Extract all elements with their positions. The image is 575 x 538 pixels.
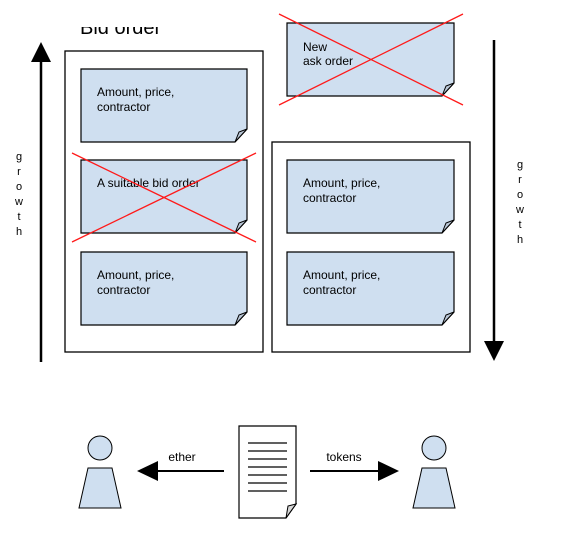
growth-letter: t bbox=[17, 211, 20, 223]
ask-order-note: Amount, price, contractor bbox=[286, 159, 455, 234]
note-text-line2: contractor bbox=[303, 191, 356, 205]
growth-letter: g bbox=[16, 151, 22, 163]
person-icon bbox=[78, 435, 122, 509]
cancel-cross-icon bbox=[71, 152, 257, 243]
note-text-line2: ask order bbox=[303, 54, 353, 68]
diagram-title: Bid order bbox=[80, 17, 161, 39]
ask-growth-arrow bbox=[484, 40, 504, 361]
note-text-line2: contractor bbox=[97, 100, 150, 114]
growth-letter: h bbox=[517, 234, 523, 246]
ether-label: ether bbox=[168, 450, 195, 464]
note-text-line2: contractor bbox=[97, 283, 150, 297]
ask-order-note: Amount, price, contractor bbox=[286, 251, 455, 326]
bid-order-note: Amount, price, contractor bbox=[80, 251, 248, 326]
ether-arrow bbox=[137, 461, 224, 481]
note-text-line1: Amount, price, bbox=[97, 268, 174, 282]
note-text-line1: Amount, price, bbox=[303, 176, 380, 190]
document-icon bbox=[238, 425, 298, 519]
suitable-bid-order-note: A suitable bid order bbox=[80, 159, 248, 234]
growth-letter: h bbox=[16, 226, 22, 238]
tokens-arrow bbox=[310, 461, 399, 481]
diagram-title-group: Bid order bbox=[80, 17, 161, 39]
note-text-line1: Amount, price, bbox=[303, 268, 380, 282]
growth-letter: g bbox=[517, 159, 523, 171]
growth-letter: w bbox=[14, 196, 23, 208]
growth-letter: r bbox=[17, 166, 21, 178]
person-icon bbox=[412, 435, 456, 509]
growth-letter: o bbox=[517, 189, 523, 201]
note-text-line1: New bbox=[303, 40, 327, 54]
note-text-line1: Amount, price, bbox=[97, 85, 174, 99]
tokens-label: tokens bbox=[326, 450, 361, 464]
bid-growth-arrow bbox=[31, 42, 51, 362]
growth-letter: w bbox=[515, 204, 524, 216]
bid-order-note: Amount, price, contractor bbox=[80, 68, 248, 143]
growth-letter: t bbox=[518, 219, 521, 231]
note-text-line1: A suitable bid order bbox=[97, 176, 200, 190]
growth-letter: r bbox=[518, 174, 522, 186]
note-text-line2: contractor bbox=[303, 283, 356, 297]
cancel-cross-icon bbox=[278, 13, 464, 106]
growth-letter: o bbox=[16, 181, 22, 193]
